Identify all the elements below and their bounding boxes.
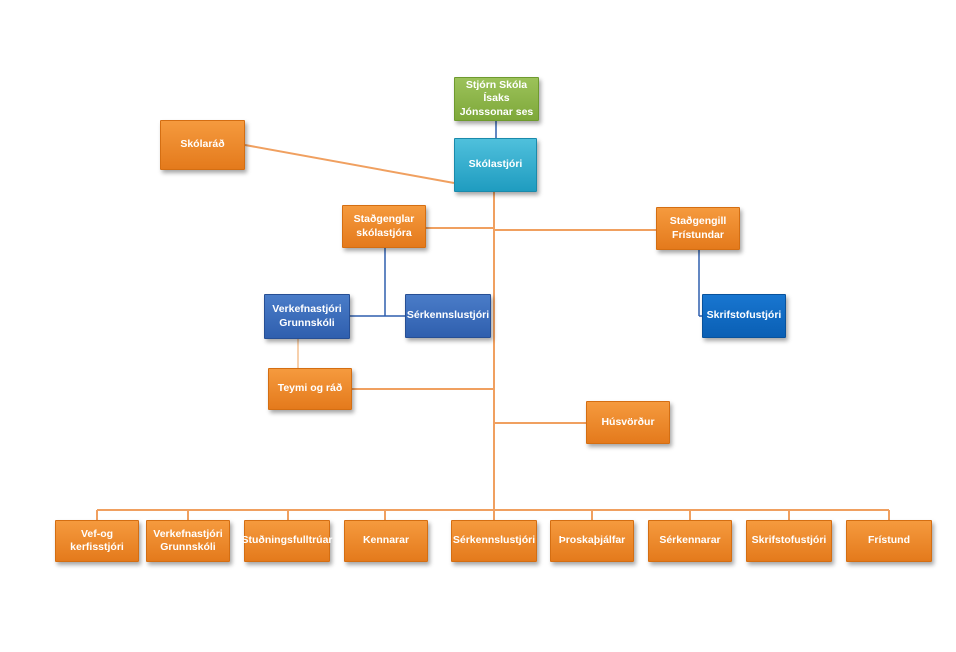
teams-node: Teymi og ráð: [268, 368, 352, 410]
connector-council: [244, 144, 455, 184]
special-ed-manager-node: Sérkennslustjóri: [405, 294, 491, 338]
bottom-node: Sérkennarar: [648, 520, 732, 562]
bottom-node: Verkefnastjóri Grunnskóli: [146, 520, 230, 562]
board-label: Stjórn Skóla Ísaks Jónssonar ses: [459, 79, 534, 118]
bottom-node-label: Stuðningsfulltrúar: [241, 534, 333, 547]
bottom-node: Vef-og kerfisstjóri: [55, 520, 139, 562]
bottom-node: Kennarar: [344, 520, 428, 562]
bottom-node-label: Skrifstofustjóri: [751, 534, 827, 547]
caretaker-node: Húsvörður: [586, 401, 670, 444]
bottom-node: Þroskaþjálfar: [550, 520, 634, 562]
board-node: Stjórn Skóla Ísaks Jónssonar ses: [454, 77, 539, 121]
school-council-node: Skólaráð: [160, 120, 245, 170]
bottom-node: Skrifstofustjóri: [746, 520, 832, 562]
bottom-node-label: Sérkennslustjóri: [452, 534, 536, 547]
project-manager-node: Verkefnastjóri Grunnskóli: [264, 294, 350, 339]
teams-label: Teymi og ráð: [277, 382, 343, 395]
bottom-node-label: Þroskaþjálfar: [558, 534, 626, 547]
deputy-principals-node: Staðgenglar skólastjóra: [342, 205, 426, 248]
deputy-leisure-label: Staðgengill Frístundar: [669, 215, 727, 241]
office-manager-label: Skrifstofustjóri: [706, 309, 782, 322]
project-manager-label: Verkefnastjóri Grunnskóli: [272, 303, 342, 329]
deputy-principals-label: Staðgenglar skólastjóra: [353, 213, 415, 239]
bottom-node-label: Sérkennarar: [659, 534, 721, 547]
principal-node: Skólastjóri: [454, 138, 537, 192]
caretaker-label: Húsvörður: [601, 415, 655, 428]
special-ed-manager-label: Sérkennslustjóri: [406, 309, 490, 322]
deputy-leisure-node: Staðgengill Frístundar: [656, 207, 740, 250]
office-manager-node: Skrifstofustjóri: [702, 294, 786, 338]
bottom-node-label: Vef-og kerfisstjóri: [70, 527, 124, 553]
principal-label: Skólastjóri: [468, 158, 523, 171]
bottom-node-label: Verkefnastjóri Grunnskóli: [153, 527, 223, 553]
bottom-node: Sérkennslustjóri: [451, 520, 537, 562]
bottom-node-label: Frístund: [868, 534, 910, 547]
bottom-node: Frístund: [846, 520, 932, 562]
school-council-label: Skólaráð: [180, 138, 225, 151]
bottom-node-label: Kennarar: [362, 534, 410, 547]
bottom-node: Stuðningsfulltrúar: [241, 520, 333, 562]
